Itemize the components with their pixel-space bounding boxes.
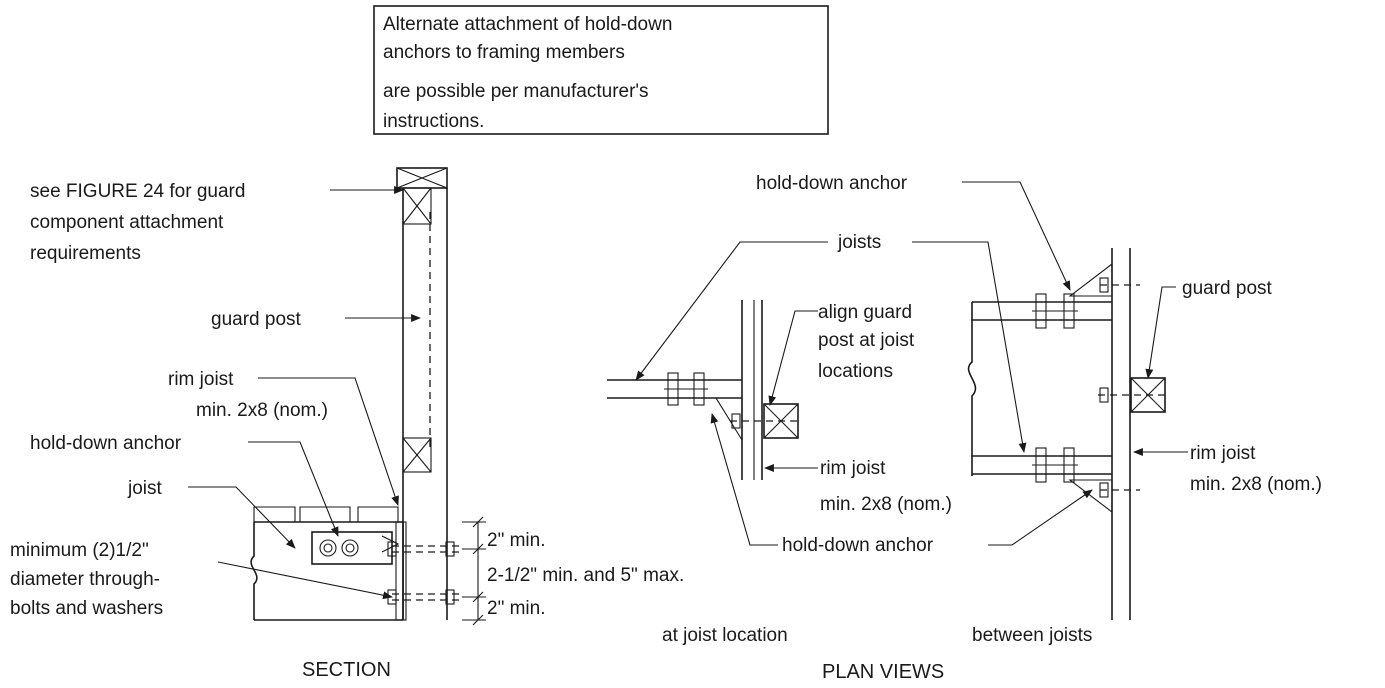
section-drawing: see FIGURE 24 for guard component attach… [10,167,684,681]
align-line-3: locations [818,361,893,382]
plan-break-line [967,302,977,476]
plan-guard-post-label: guard post [1182,278,1273,299]
note-line-2: anchors to framing members [383,42,625,63]
dim-top-label: 2" min. [487,530,545,551]
plan-rim-joist-right-line-1: rim joist [1190,443,1256,464]
note-line-3: are possible per manufacturer's [383,81,649,102]
note-frame [373,5,829,135]
plan-rim-joist-left-line-1: rim joist [820,458,886,479]
bolts-line-2: diameter through- [10,569,160,590]
figure-ref-line-3: requirements [30,243,141,264]
plan-hold-down-bottom-label: hold-down anchor [782,535,934,556]
plan-hold-down-top-label: hold-down anchor [756,173,908,194]
rim-joist-section [395,521,407,621]
at-joist-caption: at joist location [662,625,788,646]
plan-joists-label: joists [837,232,881,253]
section-guard-post-label: guard post [211,309,302,330]
hold-down-anchor-plan-top [1068,262,1113,297]
hold-down-anchor-plan-bottom [1068,479,1113,514]
figure-ref-line-2: component attachment [30,212,224,233]
section-hold-down-label: hold-down anchor [30,433,182,454]
hold-down-anchor-plan-left [715,397,743,442]
between-joists-caption: between joists [972,625,1092,646]
hold-down-anchor-section [311,531,393,565]
bolts-line-1: minimum (2)1/2" [10,540,149,561]
note-line-1: Alternate attachment of hold-down [383,14,672,35]
plan-rim-joist-right-line-2: min. 2x8 (nom.) [1190,474,1322,495]
guard-post-plan-left [763,403,799,439]
plan-rim-joist-left-line-2: min. 2x8 (nom.) [820,494,952,515]
plan-between-joists: hold-down anchor guard post rim joist mi… [756,173,1322,646]
note-line-4: instructions. [383,111,484,132]
align-line-2: post at joist [818,330,915,351]
bolts-line-3: bolts and washers [10,598,163,619]
dim-mid-label: 2-1/2" min. and 5" max. [487,565,684,586]
section-rim-joist-line-1: rim joist [168,369,234,390]
joist-break [250,522,258,620]
section-rim-joist-line-2: min. 2x8 (nom.) [196,400,328,421]
note-box: Alternate attachment of hold-down anchor… [373,5,829,135]
section-caption: SECTION [302,659,391,681]
align-line-1: align guard [818,302,912,323]
figure-ref-line-1: see FIGURE 24 for guard [30,181,245,202]
plan-views-caption: PLAN VIEWS [822,661,944,683]
plan-at-joist: joists align guard post at joist locatio… [607,232,952,646]
section-joist-label: joist [127,478,163,499]
dim-bottom-label: 2" min. [487,598,545,619]
